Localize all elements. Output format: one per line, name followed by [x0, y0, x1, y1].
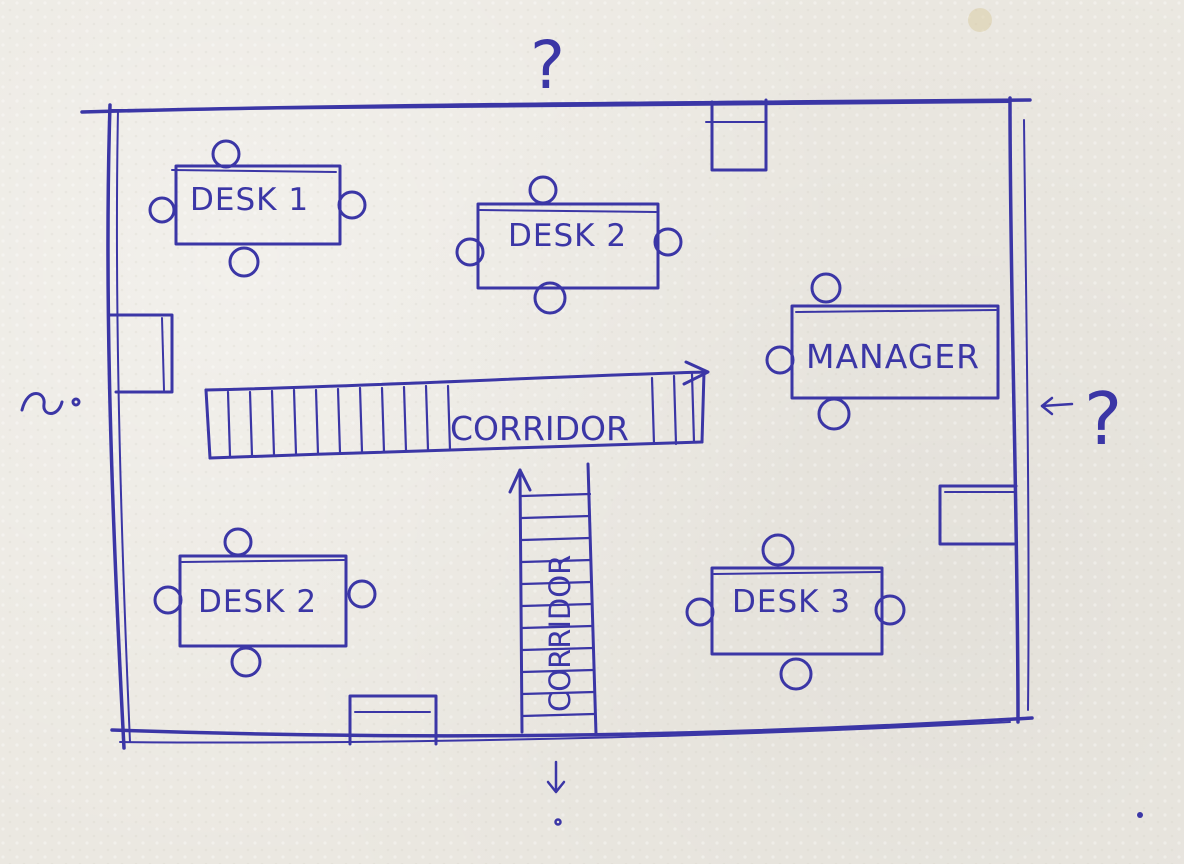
chair-top: [810, 272, 842, 304]
chair-top: [211, 139, 241, 169]
chair-left: [685, 597, 715, 627]
desk-2-bottom: DESK 2: [153, 527, 377, 678]
door-bottom: [348, 694, 438, 746]
chair-top: [223, 527, 253, 557]
door-left: [108, 313, 174, 394]
desk-3-label: DESK 3: [732, 584, 851, 620]
question-mark-top: ?: [530, 27, 565, 104]
chair-bottom: [230, 646, 262, 678]
chair-bottom: [817, 397, 851, 431]
chair-bottom: [533, 281, 567, 315]
corridor-horizontal: CORRIDOR: [204, 360, 710, 460]
chair-right: [347, 579, 377, 609]
question-mark-right: ?: [1084, 377, 1122, 461]
chair-left: [148, 196, 176, 224]
door-right: [938, 484, 1018, 546]
arrow-down-exit: [546, 760, 566, 826]
corridor-vertical-label: CORRIDOR: [543, 555, 577, 712]
door-top: [705, 98, 768, 172]
manager-desk: MANAGER: [765, 272, 1000, 431]
desk-1-label: DESK 1: [190, 182, 309, 218]
chair-left: [455, 237, 485, 267]
room-walls: [80, 96, 1034, 750]
desk-2-bottom-label: DESK 2: [198, 584, 317, 620]
chair-bottom: [228, 246, 260, 278]
corridor-vertical: CORRIDOR: [508, 462, 598, 736]
chair-top: [761, 533, 795, 567]
arrow-right-wall: [1040, 396, 1074, 416]
chair-top: [528, 175, 558, 205]
chair-bottom: [779, 657, 813, 691]
chair-left: [153, 585, 183, 615]
desk-2-top-label: DESK 2: [508, 218, 627, 254]
desk-1: DESK 1: [148, 139, 367, 278]
chair-right: [337, 190, 367, 220]
scribble-left: [20, 392, 81, 415]
chair-right: [874, 594, 906, 626]
corridor-horizontal-label: CORRIDOR: [450, 409, 629, 448]
chair-left: [765, 345, 795, 375]
desk-3: DESK 3: [685, 533, 906, 691]
desk-2-top: DESK 2: [455, 175, 683, 315]
manager-label: MANAGER: [806, 337, 980, 376]
chair-right: [653, 227, 683, 257]
